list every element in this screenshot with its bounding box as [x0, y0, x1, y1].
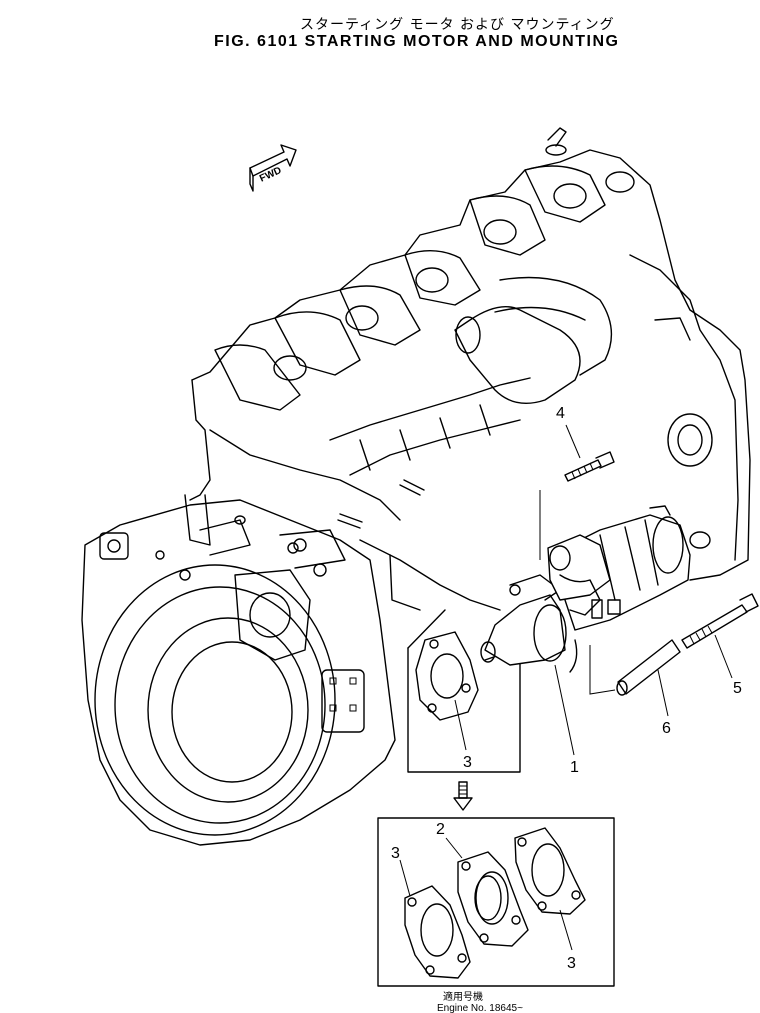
applicability-engine-number: Engine No. 18645~: [437, 1003, 523, 1013]
engine-block: [189, 127, 751, 611]
figure-title: FIG. 6101 STARTING MOTOR AND MOUNTING: [214, 33, 620, 50]
callout-3-upper: 3: [463, 754, 472, 771]
bolt-part-5: 5: [681, 593, 759, 697]
callout-2: 2: [436, 821, 445, 838]
gasket-middle: [457, 851, 529, 947]
forward-arrow-icon: FWD: [249, 144, 297, 192]
callout-1: 1: [570, 759, 579, 776]
callout-3-lower-left: 3: [391, 845, 400, 862]
fwd-label: FWD: [258, 165, 283, 185]
gasket-detail-frame: 3 2 3: [377, 817, 615, 987]
sleeve-part-6: 6: [589, 639, 681, 737]
leader-line-1: [554, 664, 575, 756]
callout-4: 4: [556, 405, 565, 422]
callout-5: 5: [733, 680, 742, 697]
applicability-japanese: 適用号機: [443, 990, 483, 1003]
gasket-right: [514, 827, 586, 915]
flywheel-housing: [81, 494, 396, 846]
bolt-part-4: 4: [539, 405, 615, 560]
callout-6: 6: [662, 720, 671, 737]
gasket-left: [404, 885, 471, 979]
starting-motor: [480, 505, 691, 673]
arrow-down-icon: [453, 781, 473, 811]
callout-3-lower-right: 3: [567, 955, 576, 972]
title-japanese: スターティング モータ および マウンティング: [300, 17, 615, 33]
